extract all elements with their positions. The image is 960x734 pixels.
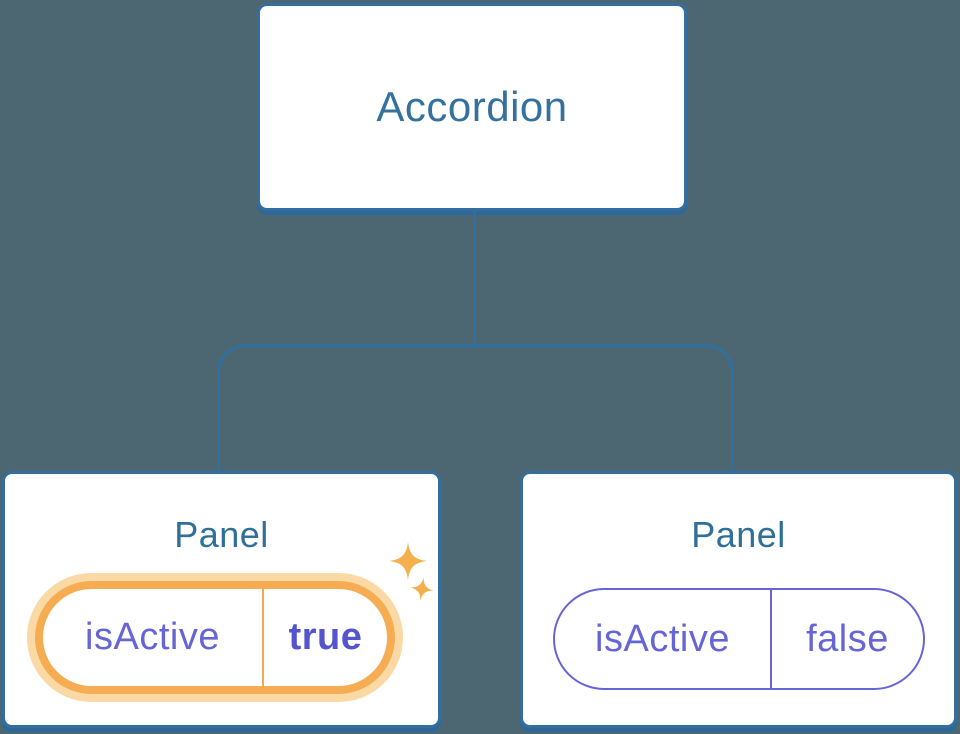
connector-stem (473, 211, 476, 347)
accordion-node: Accordion (257, 3, 687, 211)
prop-pill-divider (770, 590, 772, 688)
prop-pill-divider (262, 589, 264, 686)
prop-pill-active: isActive true (35, 581, 395, 694)
panel-node-label: Panel (691, 514, 786, 555)
connector-branches (217, 344, 734, 471)
sparkle-icon (389, 542, 427, 580)
panel-node-active: Panel isActive true (2, 471, 441, 728)
panel-node-label: Panel (174, 514, 269, 555)
panel-node-inactive: Panel isActive false (520, 471, 957, 728)
accordion-node-label: Accordion (376, 83, 568, 130)
prop-name: isActive (85, 616, 220, 658)
sparkle-icon (408, 575, 435, 602)
prop-value: false (806, 617, 889, 660)
prop-pill-inactive: isActive false (553, 588, 925, 690)
prop-value: true (288, 616, 363, 658)
prop-name: isActive (595, 617, 730, 660)
